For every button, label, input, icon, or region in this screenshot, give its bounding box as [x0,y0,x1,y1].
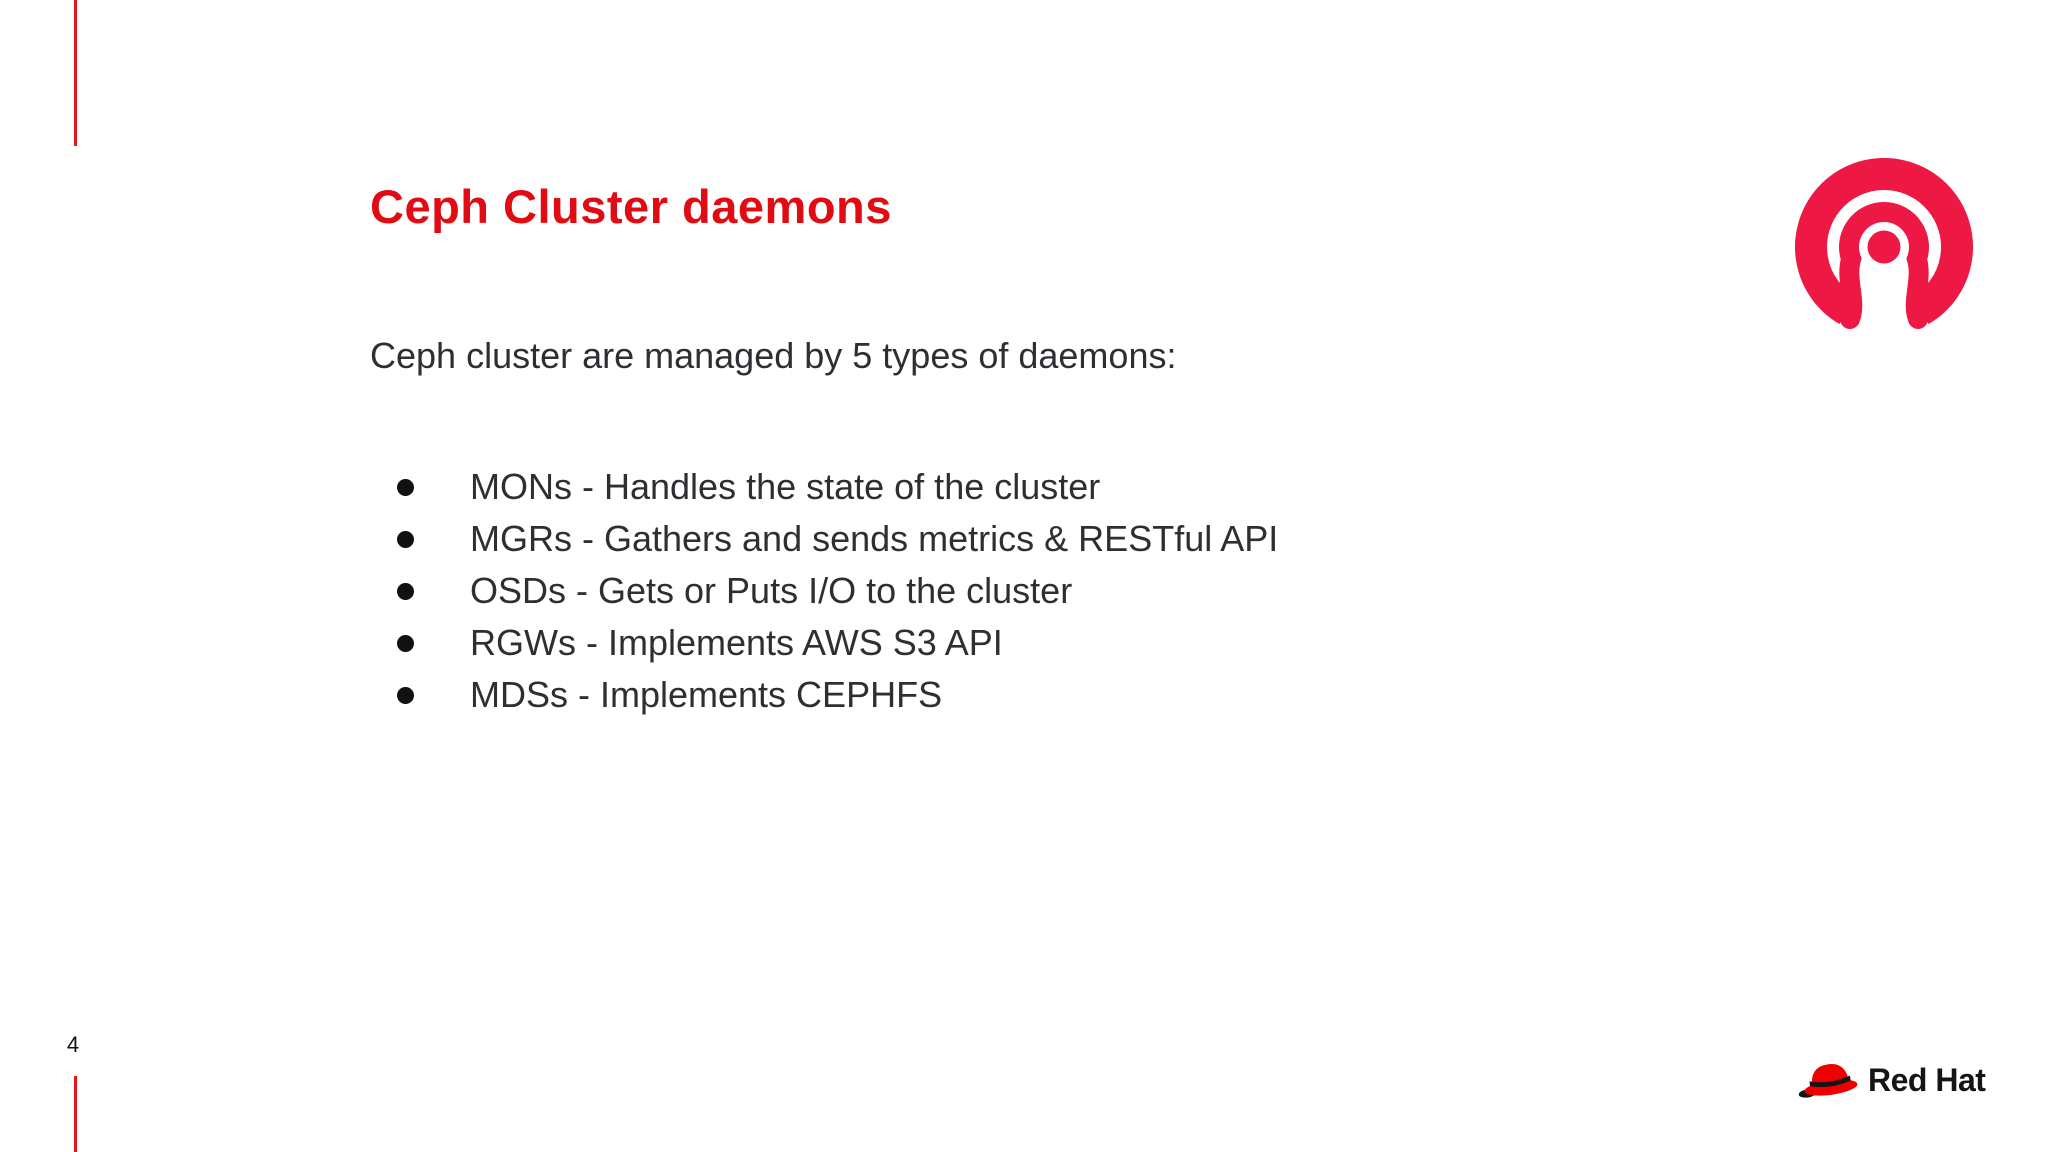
intro-text: Ceph cluster are managed by 5 types of d… [370,335,1177,376]
list-item: RGWs - Implements AWS S3 API [396,617,1278,669]
slide-title: Ceph Cluster daemons [370,180,892,233]
page-number: 4 [66,1032,80,1057]
bullet-text: RGWs - Implements AWS S3 API [470,622,1003,663]
bullet-list: MONs - Handles the state of the cluster … [396,461,1278,721]
bullet-text: OSDs - Gets or Puts I/O to the cluster [470,570,1073,611]
list-item: MDSs - Implements CEPHFS [396,669,1278,721]
bullet-dot-icon [397,687,414,704]
list-item: OSDs - Gets or Puts I/O to the cluster [396,565,1278,617]
list-item: MONs - Handles the state of the cluster [396,461,1278,513]
list-item: MGRs - Gathers and sends metrics & RESTf… [396,513,1278,565]
bullet-dot-icon [397,531,414,548]
redhat-fedora-icon [1798,1064,1858,1098]
ceph-logo-icon [1795,158,1973,329]
redhat-logo: Red Hat [1797,1056,1986,1104]
bullet-text: MDSs - Implements CEPHFS [470,674,943,715]
bullet-dot-icon [397,479,414,496]
bullet-dot-icon [397,635,414,652]
bullet-text: MGRs - Gathers and sends metrics & RESTf… [470,518,1279,559]
bullet-dot-icon [397,583,414,600]
bullet-text: MONs - Handles the state of the cluster [470,466,1101,507]
bottom-accent-line [74,1076,77,1152]
top-accent-line [74,0,77,146]
redhat-wordmark: Red Hat [1868,1061,1986,1098]
